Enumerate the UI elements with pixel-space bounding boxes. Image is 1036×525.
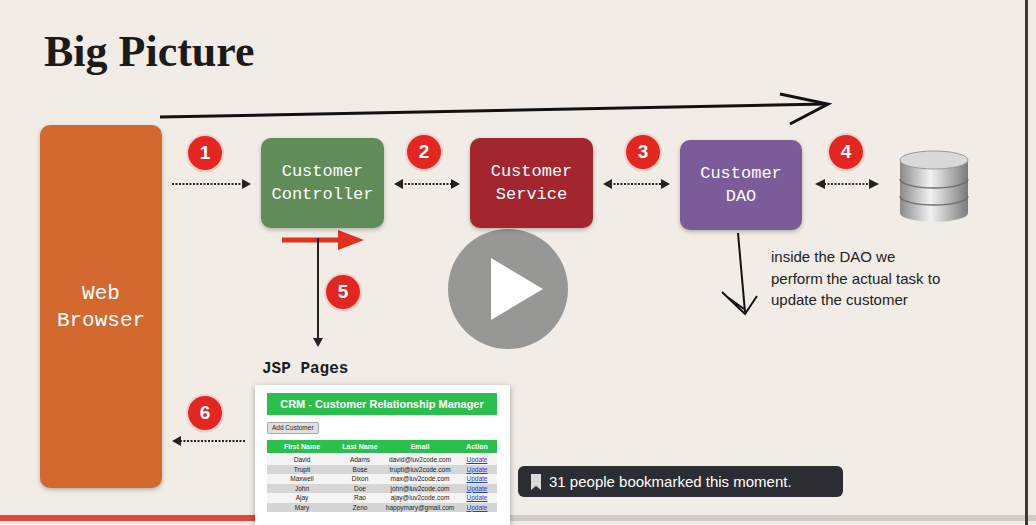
- table-cell: Adams: [337, 455, 383, 465]
- red-arrow: [282, 238, 340, 243]
- update-link: Update: [457, 484, 497, 494]
- box-label: Customer Service: [478, 160, 585, 206]
- db-arrowhead: [869, 179, 879, 189]
- handdrawn-arrow: [160, 104, 826, 117]
- table-cell: ajay@luv2code.com: [383, 493, 457, 503]
- update-link: Update: [457, 474, 497, 484]
- arrowhead: [451, 179, 460, 189]
- connector-arrow: [603, 179, 670, 189]
- callout-number: 5: [326, 275, 360, 309]
- table-cell: Mary: [267, 503, 337, 513]
- connector-line: [401, 183, 453, 185]
- table-cell: Zeno: [337, 503, 383, 513]
- table-header-cell: Email: [383, 440, 457, 453]
- page-heading: JSP Pages: [262, 360, 348, 378]
- arrowhead: [313, 338, 323, 347]
- callout-number: 1: [188, 136, 222, 170]
- table-header-cell: Action: [457, 440, 497, 453]
- dao-box: Customer DAO: [680, 140, 802, 230]
- table-cell: david@luv2code.com: [383, 455, 457, 465]
- handdrawn-arrowhead: [780, 94, 828, 124]
- box-label: Web Browser: [48, 280, 154, 334]
- db-connector: [824, 183, 870, 185]
- table-cell: Rao: [337, 493, 383, 503]
- add-button: Add Customer: [267, 422, 319, 434]
- connector-line: [610, 183, 663, 185]
- db-arrowhead: [815, 179, 825, 189]
- progress-track: [0, 515, 1036, 521]
- table-cell: Bose: [337, 465, 383, 475]
- update-link: Update: [457, 455, 497, 465]
- slide-title: Big Picture: [44, 26, 255, 77]
- table-cell: Trupti: [267, 465, 337, 475]
- play-button: [448, 229, 568, 349]
- table-cell: John: [267, 484, 337, 494]
- tooltip-background: [518, 466, 843, 497]
- connector-line: [172, 183, 244, 185]
- table-header-cell: First Name: [267, 440, 337, 453]
- tooltip-text: 31 people bookmarked this moment.: [549, 466, 792, 497]
- service-box: Customer Service: [470, 138, 593, 228]
- bookmark-icon: [531, 474, 541, 490]
- box-label: Customer DAO: [688, 162, 794, 208]
- update-link: Update: [457, 503, 497, 513]
- box-label: Customer Controller: [269, 160, 376, 206]
- table-cell: happymary@gmail.com: [383, 503, 457, 513]
- banner-text: CRM - Customer Relationship Manager: [267, 393, 497, 415]
- table-cell: Ajay: [267, 493, 337, 503]
- connector-arrow: [172, 179, 251, 189]
- note-arrow: [738, 233, 745, 312]
- red-arrowhead: [338, 230, 364, 250]
- update-link: Update: [457, 465, 497, 475]
- table-cell: David: [267, 455, 337, 465]
- update-link: Update: [457, 493, 497, 503]
- connector-arrow: [394, 179, 460, 189]
- table-cell: max@luv2code.com: [383, 474, 457, 484]
- callout-number: 4: [829, 135, 863, 169]
- connector-line: [179, 440, 245, 442]
- arrowhead: [172, 436, 181, 446]
- connector-line: [317, 238, 319, 340]
- arrowhead: [394, 179, 403, 189]
- callout-number: 2: [407, 135, 441, 169]
- browser-box: Web Browser: [40, 125, 162, 488]
- connector-arrow: [172, 436, 245, 446]
- controller-box: Customer Controller: [261, 138, 384, 228]
- page-screenshot: CRM - Customer Relationship ManagerAdd C…: [255, 385, 510, 525]
- database-icon: [900, 151, 968, 222]
- handwritten-note: inside the DAO we perform the actual tas…: [771, 246, 951, 311]
- table-header-cell: Last Name: [337, 440, 383, 453]
- table-cell: Maxwell: [267, 474, 337, 484]
- table-cell: Dixon: [337, 474, 383, 484]
- jsp-page: CRM - Customer Relationship ManagerAdd C…: [255, 357, 510, 525]
- arrowhead: [242, 179, 251, 189]
- arrowhead: [661, 179, 670, 189]
- table-cell: john@luv2code.com: [383, 484, 457, 494]
- arrowhead: [603, 179, 612, 189]
- callout-number: 6: [188, 396, 222, 430]
- table-cell: trupti@luv2code.com: [383, 465, 457, 475]
- connector-arrow: [313, 238, 323, 347]
- note-arrowhead: [722, 292, 757, 314]
- window-edge: [1025, 0, 1028, 525]
- callout-number: 3: [626, 135, 660, 169]
- table-cell: Doe: [337, 484, 383, 494]
